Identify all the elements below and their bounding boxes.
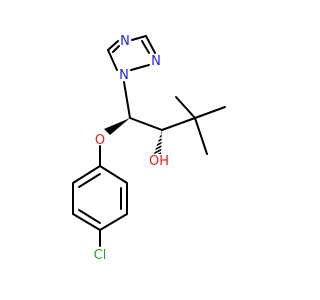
bond-c2-c3	[161, 117, 196, 131]
bond-n4-c3	[131, 35, 147, 41]
hash-bond-c2-oh	[154, 130, 162, 154]
bond-c5-n4	[107, 40, 119, 51]
bond-ring-1	[99, 165, 128, 184]
atom-n1: N	[119, 68, 129, 83]
molecule-structure: N N N O OH Cl	[72, 34, 226, 263]
atom-hydroxyl: OH	[149, 154, 169, 169]
bond-ring-6	[72, 165, 101, 184]
atom-ether-oxygen: O	[95, 133, 105, 148]
bond-ring-4	[72, 213, 101, 231]
atom-n2: N	[151, 54, 161, 69]
phenyl-ring	[72, 145, 128, 247]
bond-n1-c5	[107, 49, 118, 71]
bond-ring-6-inner	[78, 173, 101, 188]
backbone-bonds	[123, 81, 226, 155]
atom-chlorine: Cl	[94, 248, 107, 263]
bond-c3-n2-inner	[141, 40, 150, 54]
bond-c3-methyl-a	[175, 96, 196, 119]
atom-n4: N	[120, 34, 130, 49]
bond-c5-n4-inner	[112, 45, 120, 53]
triazole-ring	[107, 35, 156, 71]
bond-c3-methyl-b	[194, 106, 226, 119]
bond-ring-3	[99, 213, 128, 231]
bond-ring-4-inner	[78, 209, 101, 224]
bond-c1-c2	[129, 117, 163, 131]
wedge-bond-c1-o	[104, 118, 130, 135]
bond-n1-c1	[123, 81, 131, 119]
bond-n2-n1	[130, 64, 150, 71]
bond-c3-methyl-c	[194, 117, 208, 155]
bond-c3-n2	[145, 35, 156, 54]
